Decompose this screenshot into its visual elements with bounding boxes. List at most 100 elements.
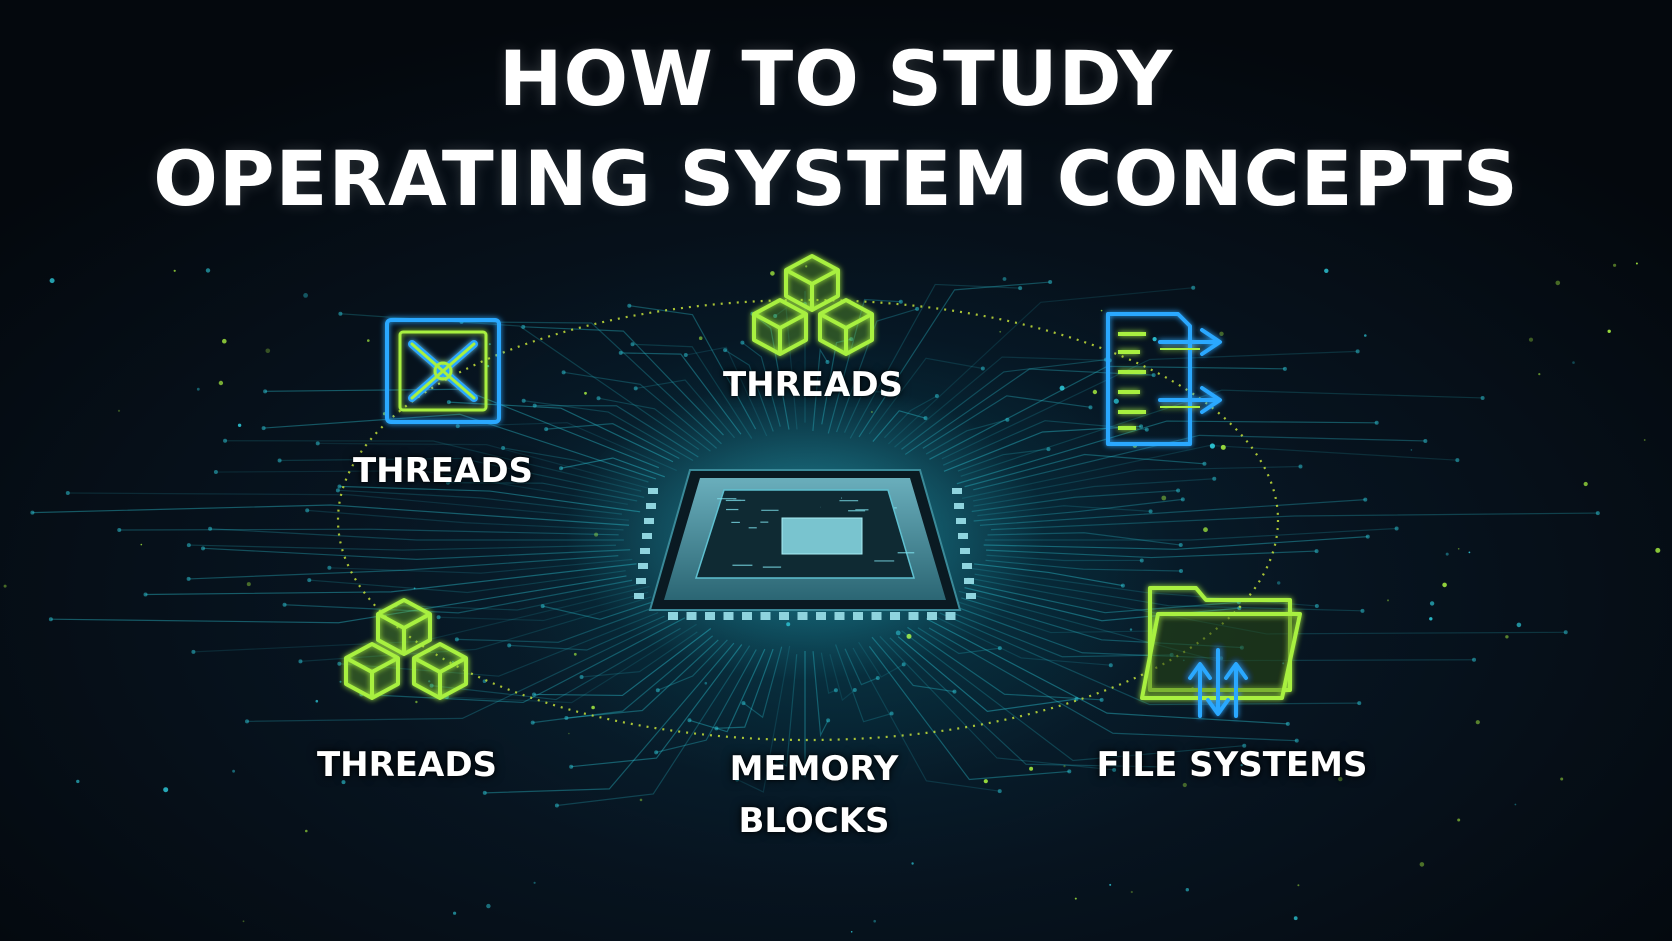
circuit-trace <box>858 281 1051 438</box>
trace-node <box>1202 461 1207 466</box>
glow-particle <box>305 829 308 833</box>
glow-particle <box>486 903 491 909</box>
glow-particle <box>453 911 457 915</box>
glow-particle <box>591 705 595 710</box>
trace-node <box>191 649 196 654</box>
trace-node <box>1108 663 1113 668</box>
label-memory: MEMORY <box>729 749 899 789</box>
circuit-trace <box>952 612 1172 658</box>
trace-node <box>1099 697 1104 702</box>
glow-particle <box>1029 766 1034 771</box>
glow-particle <box>1583 481 1588 487</box>
trace-node <box>307 578 312 583</box>
trace-node <box>1088 405 1093 410</box>
glow-particle <box>850 931 853 933</box>
trace-node <box>521 324 526 329</box>
trace-node <box>1357 701 1362 706</box>
glow-particle <box>1457 818 1461 822</box>
glow-particle <box>1109 883 1112 886</box>
circuit-trace <box>991 512 1598 531</box>
chip-pin <box>966 593 976 599</box>
circuit-trace <box>960 389 1483 477</box>
glow-particle <box>999 330 1002 333</box>
glow-particle <box>196 387 200 391</box>
trace-node <box>803 770 807 775</box>
chip-pin <box>644 518 654 524</box>
trace-node <box>201 546 206 551</box>
trace-node <box>263 389 268 394</box>
title-line-2: OPERATING SYSTEM CONCEPTS <box>153 134 1519 223</box>
trace-node <box>997 789 1002 794</box>
chip-pin <box>853 612 863 620</box>
trace-node <box>1139 558 1144 563</box>
trace-node <box>245 719 250 724</box>
trace-node <box>1151 373 1156 378</box>
chip-pin <box>642 533 652 539</box>
glow-particle <box>584 391 587 395</box>
glow-particle <box>339 680 342 683</box>
glow-particle <box>1113 398 1119 404</box>
glow-particle <box>1387 599 1389 602</box>
glow-particle <box>1419 862 1425 867</box>
glow-particle <box>1475 720 1480 725</box>
glow-particle <box>1516 622 1522 628</box>
circuit-trace <box>897 636 1077 712</box>
trace-node <box>446 400 451 405</box>
chip-pin <box>634 593 644 599</box>
trace-node <box>1294 738 1299 743</box>
label-blocks: BLOCKS <box>738 801 890 841</box>
glow-particle <box>1063 765 1066 768</box>
glow-particle <box>415 700 418 704</box>
trace-node <box>454 637 459 642</box>
glow-particle <box>1129 628 1133 631</box>
trace-node <box>915 306 920 311</box>
trace-node <box>1144 427 1149 432</box>
trace-node <box>1178 543 1183 548</box>
chip-pin <box>954 503 964 509</box>
glow-particle <box>1555 280 1561 286</box>
glow-particle <box>1324 268 1329 273</box>
glow-particle <box>1350 760 1356 766</box>
circuit-trace <box>309 570 626 594</box>
trace-node <box>48 617 53 622</box>
trace-node <box>630 342 635 347</box>
glow-particle <box>1293 916 1298 921</box>
trace-node <box>741 701 746 706</box>
circuit-trace <box>431 627 681 701</box>
glow-particle <box>315 699 319 703</box>
trace-node <box>261 426 266 431</box>
trace-node <box>1314 603 1319 608</box>
glow-particle <box>533 881 536 884</box>
glow-particle <box>1277 581 1281 585</box>
circuit-trace <box>776 654 798 768</box>
orbit-ring <box>336 298 1280 742</box>
circuit-trace <box>532 635 714 724</box>
chip-pin <box>945 612 956 620</box>
circuit-trace <box>983 536 1368 550</box>
glow-particle <box>1442 582 1447 588</box>
trace-node <box>627 303 632 308</box>
cubes-icon-bottom-left <box>344 598 468 700</box>
trace-node <box>305 508 310 513</box>
trace-node <box>1455 458 1460 463</box>
trace-node <box>455 424 460 429</box>
glow-particle <box>1572 361 1575 364</box>
glow-particle <box>1635 262 1638 265</box>
trace-node <box>1242 743 1247 748</box>
glow-particle <box>341 780 346 785</box>
glow-particle <box>1059 385 1065 391</box>
trace-node <box>1298 464 1303 469</box>
trace-node <box>1160 764 1165 769</box>
glow-particle <box>1410 449 1413 451</box>
glow-particle <box>1607 329 1611 333</box>
cubes-icon <box>752 254 874 356</box>
trace-node <box>1480 395 1485 400</box>
trace-node <box>618 350 623 355</box>
trace-node <box>1046 447 1051 452</box>
glow-particle <box>1560 777 1564 781</box>
trace-node <box>544 427 549 432</box>
glow-particle <box>222 338 227 344</box>
trace-node <box>223 438 228 443</box>
circuit-trace <box>246 614 678 722</box>
